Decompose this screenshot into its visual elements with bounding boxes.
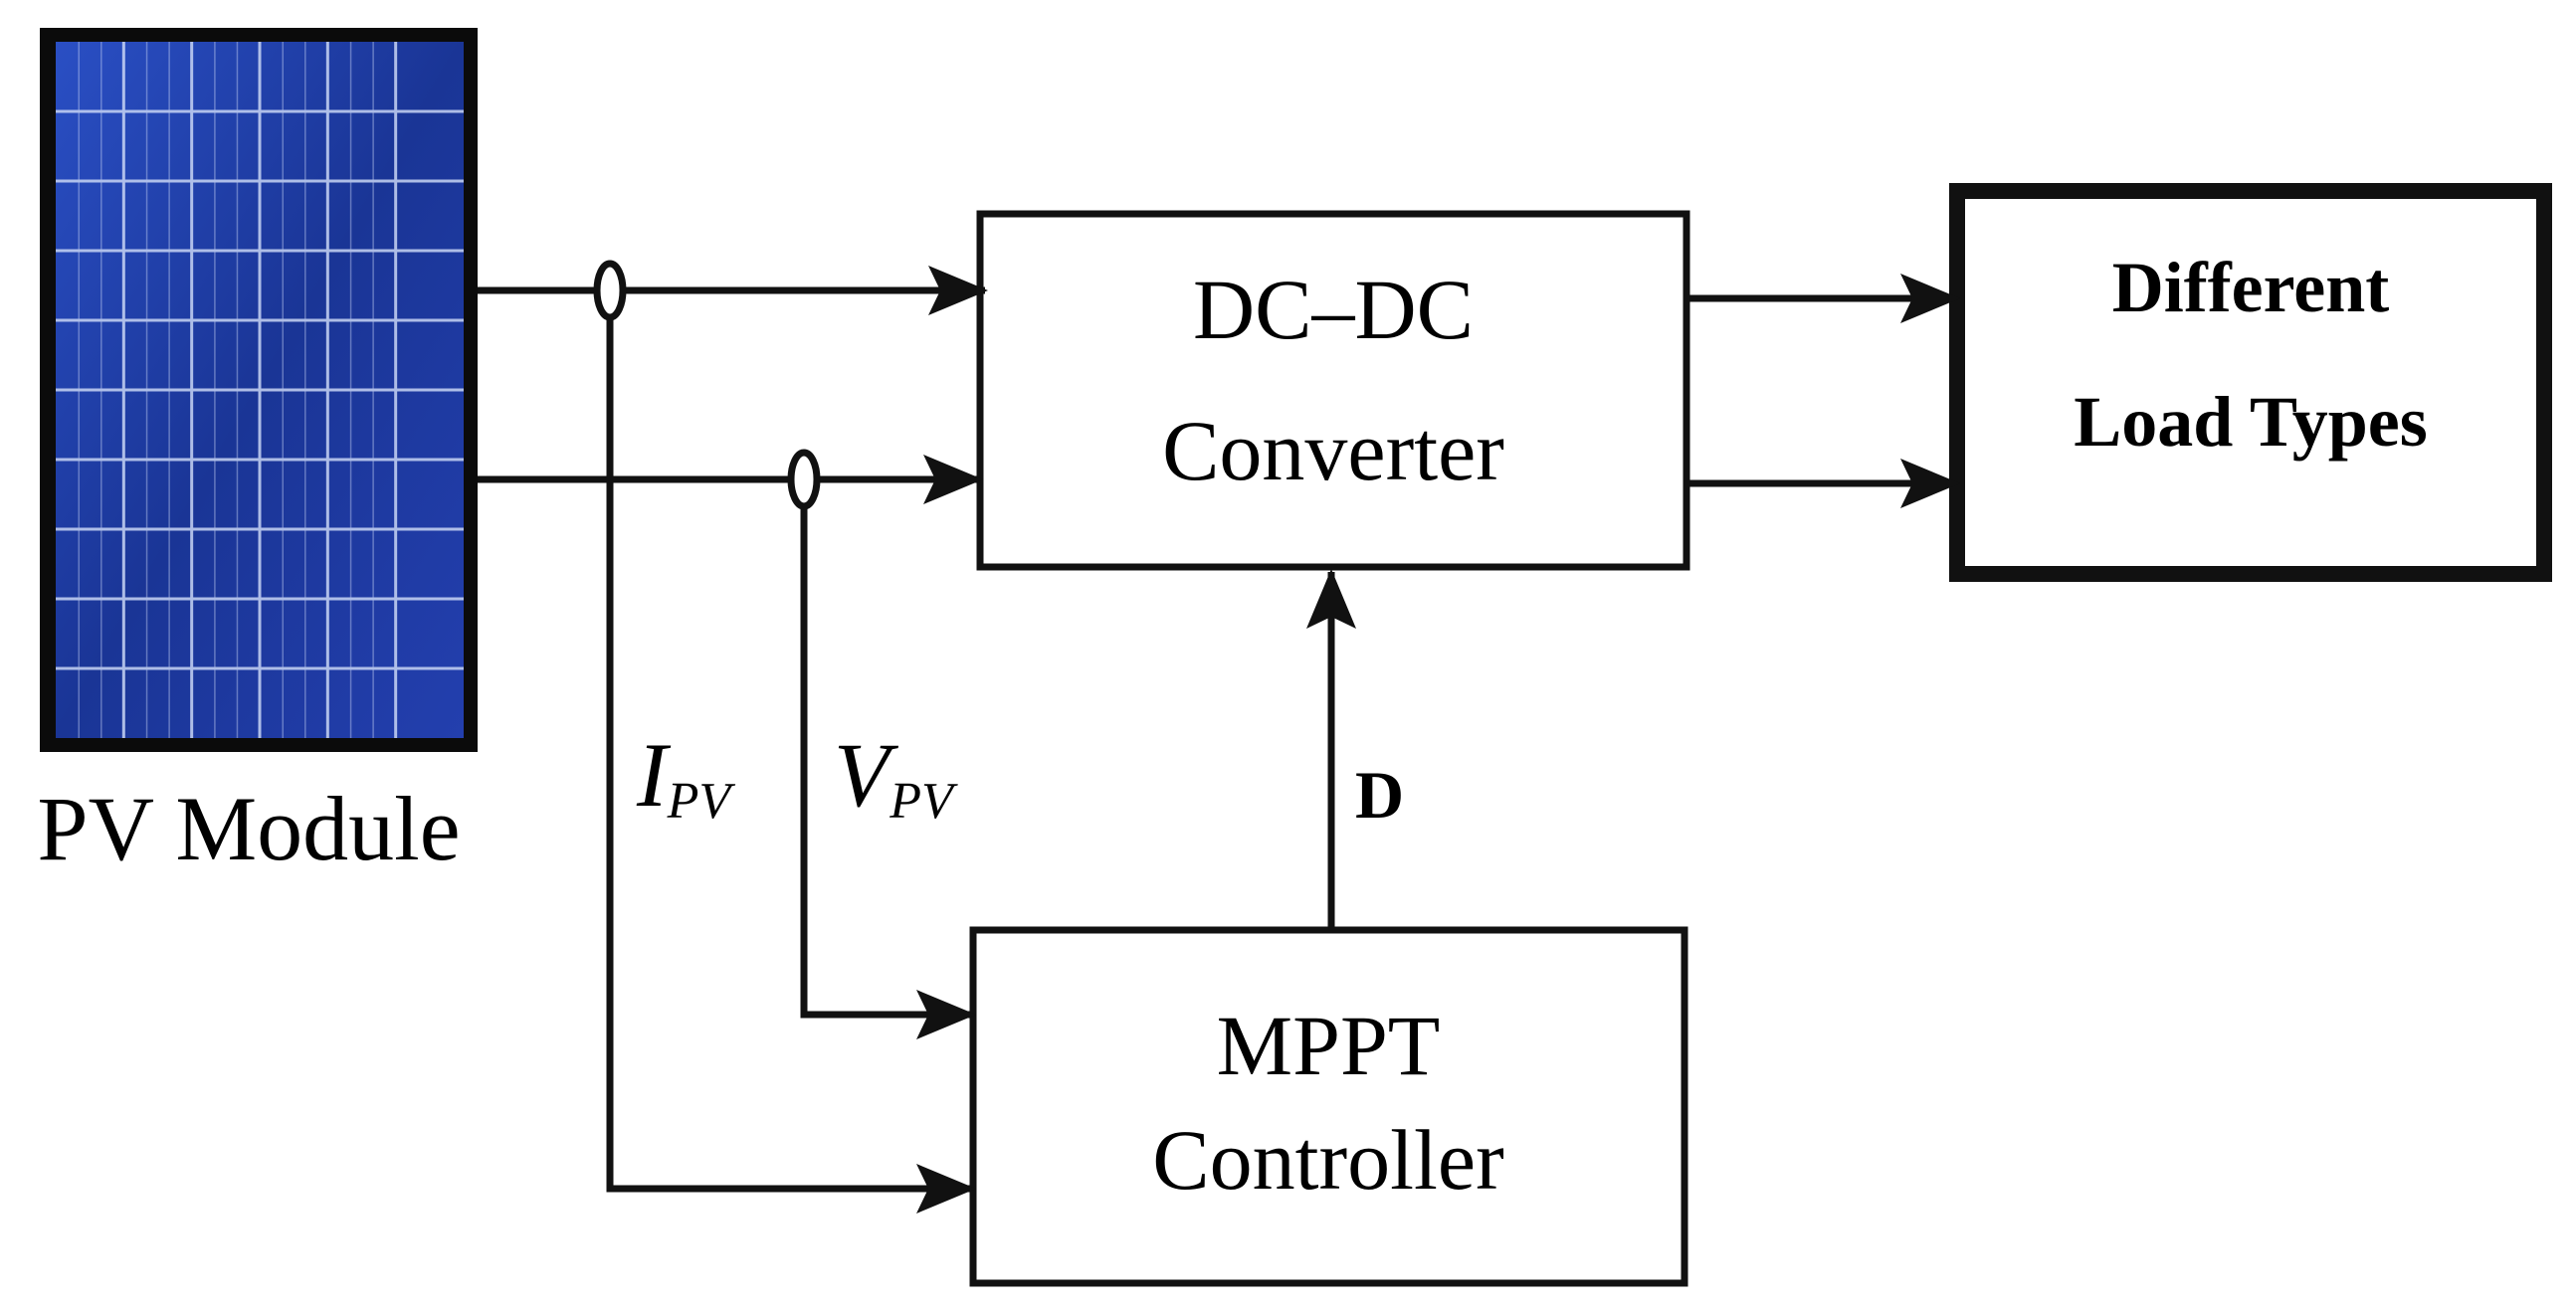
voltage-sensor-icon <box>787 449 821 510</box>
converter-label-line2: Converter <box>1162 403 1504 498</box>
current-subscript: PV <box>667 773 736 830</box>
pv-cell-grid <box>56 42 464 738</box>
mppt-controller-block <box>969 926 1688 1287</box>
load-label-line2: Load Types <box>2074 382 2427 462</box>
voltage-signal-label: VPV <box>834 724 958 830</box>
dc-dc-converter-block <box>976 210 1690 571</box>
pv-module-panel <box>40 28 478 752</box>
load-block <box>1949 183 2552 582</box>
voltage-symbol: V <box>834 724 899 826</box>
voltage-sense-arrow <box>800 479 976 1039</box>
mppt-label-line1: MPPT <box>1217 998 1441 1093</box>
load-label-line1: Different <box>2112 248 2390 327</box>
pv-module-label: PV Module <box>37 778 460 879</box>
duty-cycle-label: D <box>1355 757 1404 833</box>
current-symbol: I <box>636 724 672 826</box>
connections <box>478 266 1960 1214</box>
current-signal-label: IPV <box>636 724 735 830</box>
mppt-label-line2: Controller <box>1152 1112 1504 1208</box>
current-sense-arrow <box>606 290 976 1214</box>
voltage-subscript: PV <box>889 773 958 830</box>
converter-label-line1: DC–DC <box>1193 262 1474 357</box>
current-sensor-icon <box>593 260 627 321</box>
